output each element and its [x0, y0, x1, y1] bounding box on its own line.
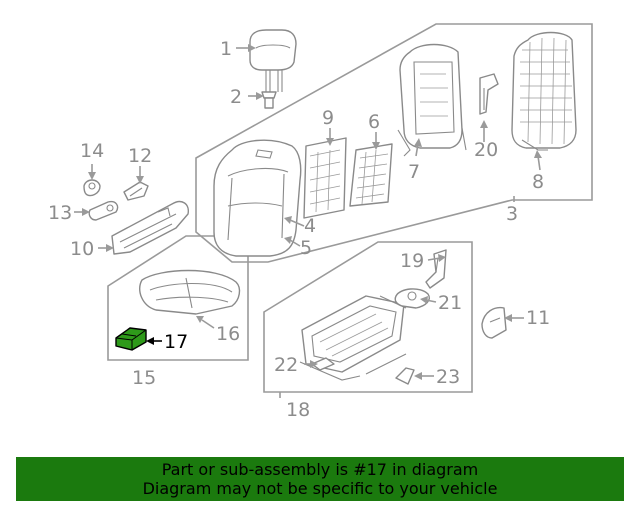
headrest-guide[interactable]: [261, 91, 277, 109]
seatback-cover[interactable]: [213, 139, 302, 257]
track-group-frame: [263, 241, 473, 393]
lumbar-support-mat[interactable]: [349, 143, 393, 207]
callout-3[interactable]: 3: [506, 203, 518, 225]
track-bracket[interactable]: [425, 249, 447, 289]
side-cap[interactable]: [481, 306, 507, 339]
callout-18[interactable]: 18: [286, 399, 310, 421]
headrest[interactable]: [249, 29, 297, 92]
highlighted-part-17[interactable]: [115, 327, 147, 351]
callout-10[interactable]: 10: [70, 238, 94, 260]
callout-17[interactable]: 17: [164, 331, 188, 353]
callout-numbers: 1 2 3 4 5 6 7 8 9 10 11 12 13 14 15 16 1…: [48, 38, 550, 421]
recliner-lever[interactable]: [479, 73, 499, 115]
callout-11[interactable]: 11: [526, 307, 550, 329]
track-clip[interactable]: [311, 357, 335, 371]
callout-19[interactable]: 19: [400, 250, 424, 272]
recline-handle[interactable]: [88, 200, 119, 221]
callout-13[interactable]: 13: [48, 202, 72, 224]
seatback-pad[interactable]: [303, 137, 347, 219]
seatback-frame[interactable]: [397, 43, 467, 157]
callout-5[interactable]: 5: [300, 237, 312, 259]
callout-22[interactable]: 22: [274, 354, 298, 376]
side-shield[interactable]: [111, 200, 189, 255]
side-cover-small[interactable]: [123, 181, 149, 201]
callout-23[interactable]: 23: [436, 366, 460, 388]
callout-8[interactable]: 8: [532, 171, 544, 193]
callout-20[interactable]: 20: [474, 139, 498, 161]
callout-12[interactable]: 12: [128, 145, 152, 167]
banner-line-1: Part or sub-assembly is #17 in diagram: [161, 460, 479, 479]
callout-6[interactable]: 6: [368, 111, 380, 133]
callout-14[interactable]: 14: [80, 140, 104, 162]
cushion-group-frame: [107, 235, 249, 361]
track-bracket-small[interactable]: [395, 367, 415, 385]
seat-cushion[interactable]: [138, 269, 241, 315]
callout-15[interactable]: 15: [132, 367, 156, 389]
callout-21[interactable]: 21: [438, 292, 462, 314]
callout-9[interactable]: 9: [322, 107, 334, 129]
callout-1[interactable]: 1: [220, 38, 232, 60]
callout-4[interactable]: 4: [304, 215, 316, 237]
seatback-group-frame: [195, 23, 593, 263]
info-banner: Part or sub-assembly is #17 in diagram D…: [16, 457, 624, 501]
knob-cap[interactable]: [83, 179, 101, 197]
callout-16[interactable]: 16: [216, 323, 240, 345]
banner-line-2: Diagram may not be specific to your vehi…: [142, 479, 498, 498]
callout-2[interactable]: 2: [230, 86, 242, 108]
leader-lines: [74, 44, 542, 398]
seatback-rear-frame[interactable]: [511, 31, 577, 151]
callout-7[interactable]: 7: [408, 161, 420, 183]
